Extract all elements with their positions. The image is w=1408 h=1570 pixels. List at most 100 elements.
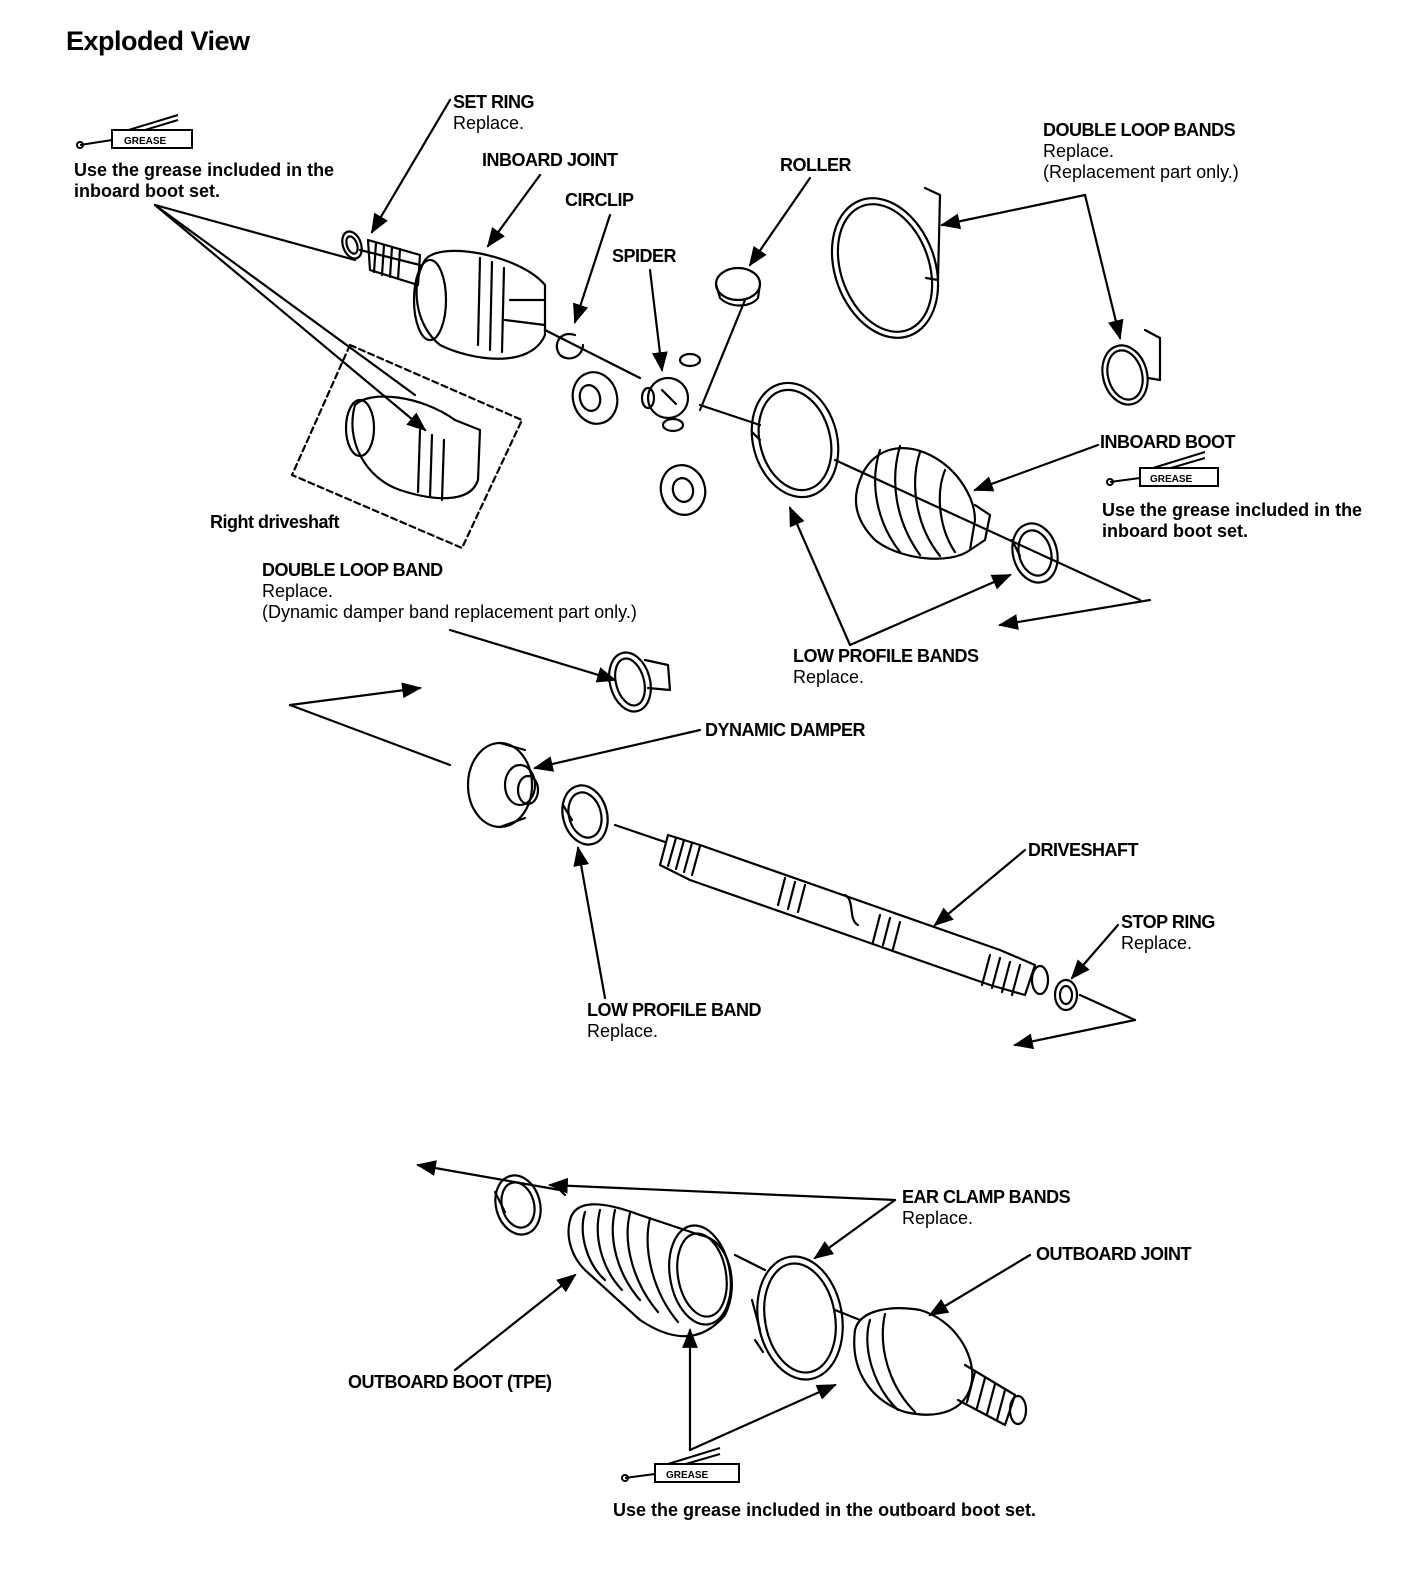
label-inboard-joint-text: INBOARD JOINT	[482, 150, 618, 170]
grease-tag-text: GREASE	[1150, 474, 1193, 485]
leader-grease-tl-b	[153, 203, 427, 432]
right-driveshaft-box	[290, 343, 524, 550]
label-stop-ring-note: Replace.	[1121, 933, 1193, 953]
inboard-joint-part	[412, 249, 547, 360]
label-double-loop-bands-name: DOUBLE LOOP BANDS	[1043, 120, 1236, 140]
grease-tube-icon-topleft: GREASE	[76, 114, 193, 149]
grease-tag-text: GREASE	[124, 136, 167, 147]
leader-double-loop-band	[448, 628, 617, 683]
double-loop-band-large-part	[830, 186, 942, 339]
leader-set-ring	[370, 98, 452, 234]
grease-tube-icon-bottom: GREASE	[621, 1447, 740, 1483]
leader-lpb-a	[788, 506, 852, 647]
label-low-profile-bands-note: Replace.	[793, 667, 865, 687]
label-low-profile-band-note: Replace.	[587, 1021, 659, 1041]
label-right-driveshaft: Right driveshaft	[210, 512, 340, 533]
label-circlip-text: CIRCLIP	[565, 190, 634, 210]
label-grease-inboard-top: Use the grease included in the inboard b…	[74, 160, 335, 201]
leader-inboard-joint	[486, 173, 542, 248]
label-inboard-boot: INBOARD BOOT	[1100, 432, 1236, 453]
label-inboard-joint: INBOARD JOINT	[482, 150, 618, 171]
leader-stop-ring	[1070, 923, 1120, 980]
set-ring-part	[341, 230, 363, 260]
label-low-profile-bands: LOW PROFILE BANDS Replace.	[793, 646, 979, 688]
leader-inboard-boot	[973, 443, 1100, 492]
leader-grease-tl-c	[153, 203, 417, 397]
label-dynamic-damper-text: DYNAMIC DAMPER	[705, 720, 866, 740]
roller-top-part	[714, 266, 762, 307]
low-profile-band-small-part	[1010, 522, 1059, 584]
label-low-profile-bands-name: LOW PROFILE BANDS	[793, 646, 979, 666]
double-loop-band-middle-part	[608, 651, 672, 713]
grease-tube-icon-right: GREASE	[1106, 451, 1219, 487]
outboard-joint-part	[853, 1307, 1028, 1427]
grease-tag-text: GREASE	[666, 1470, 709, 1481]
leader-lpb-b	[848, 573, 1012, 647]
low-profile-band-inboard-part	[750, 381, 840, 499]
leader-dlb-small	[1083, 193, 1124, 340]
leader-dynamic-damper	[533, 728, 702, 772]
label-grease-inboard-right: Use the grease included in the inboard b…	[1102, 500, 1363, 541]
leader-ear-clamp-a	[548, 1177, 897, 1202]
continue-arrow-middle	[288, 682, 422, 707]
label-double-loop-band-name: DOUBLE LOOP BAND	[262, 560, 443, 580]
stop-ring-part	[1053, 978, 1079, 1012]
roller-bottom-part	[659, 464, 707, 516]
label-set-ring-note: Replace.	[453, 113, 525, 133]
inboard-boot-part	[854, 444, 992, 560]
label-ear-clamp-bands: EAR CLAMP BANDS Replace.	[902, 1187, 1071, 1229]
label-outboard-boot: OUTBOARD BOOT (TPE)	[348, 1372, 552, 1393]
leader-outboard-joint	[928, 1253, 1032, 1317]
label-spider-text: SPIDER	[612, 246, 677, 266]
driveshaft-part	[658, 833, 1050, 997]
circlip-part	[555, 332, 585, 360]
leader-grease-tl-a	[153, 203, 357, 262]
continue-arrow-upper	[998, 598, 1152, 630]
double-loop-band-small-part	[1101, 328, 1162, 406]
label-low-profile-band: LOW PROFILE BAND Replace.	[587, 1000, 762, 1042]
label-double-loop-bands-note: Replace.	[1043, 141, 1115, 161]
leader-spider	[648, 268, 668, 372]
label-circlip: CIRCLIP	[565, 190, 634, 211]
label-driveshaft: DRIVESHAFT	[1028, 840, 1139, 861]
ear-clamp-band-large-part	[750, 1255, 844, 1381]
label-spider: SPIDER	[612, 246, 677, 267]
leader-outboard-boot	[453, 1273, 577, 1372]
leader-grease-bottom-b	[688, 1383, 837, 1452]
continue-arrow-lower	[1013, 1018, 1137, 1050]
spider-part	[640, 298, 747, 433]
label-double-loop-band: DOUBLE LOOP BAND Replace. (Dynamic dampe…	[262, 560, 637, 623]
outboard-boot-part	[567, 1203, 733, 1338]
label-outboard-boot-text: OUTBOARD BOOT (TPE)	[348, 1372, 552, 1392]
page-title: Exploded View	[66, 26, 250, 56]
label-right-driveshaft-text: Right driveshaft	[210, 512, 340, 532]
label-roller-text: ROLLER	[780, 155, 852, 175]
inboard-stub-part	[366, 238, 422, 287]
label-stop-ring-name: STOP RING	[1121, 912, 1215, 932]
inboard-axis-line	[358, 248, 1142, 602]
leader-dlb-large	[940, 193, 1087, 230]
label-ear-clamp-bands-name: EAR CLAMP BANDS	[902, 1187, 1071, 1207]
continue-arrow-bottom	[416, 1160, 562, 1192]
label-inboard-boot-text: INBOARD BOOT	[1100, 432, 1236, 452]
label-double-loop-band-note2: (Dynamic damper band replacement part on…	[262, 602, 637, 622]
label-dynamic-damper: DYNAMIC DAMPER	[705, 720, 866, 741]
label-outboard-joint: OUTBOARD JOINT	[1036, 1244, 1192, 1265]
label-driveshaft-text: DRIVESHAFT	[1028, 840, 1139, 860]
leader-low-profile-band	[573, 846, 607, 1000]
roller-left-part	[571, 371, 619, 425]
label-roller: ROLLER	[780, 155, 852, 176]
label-double-loop-bands-note2: (Replacement part only.)	[1043, 162, 1239, 182]
leader-circlip	[573, 213, 612, 324]
ear-clamp-band-small-part	[493, 1174, 542, 1236]
middle-axis-line	[288, 703, 1137, 1022]
leader-roller	[748, 176, 812, 267]
label-low-profile-band-name: LOW PROFILE BAND	[587, 1000, 762, 1020]
label-grease-outboard: Use the grease included in the outboard …	[613, 1500, 1037, 1520]
label-set-ring-name: SET RING	[453, 92, 535, 112]
label-set-ring: SET RING Replace.	[453, 92, 535, 134]
label-double-loop-band-note: Replace.	[262, 581, 334, 601]
label-double-loop-bands: DOUBLE LOOP BANDS Replace. (Replacement …	[1043, 120, 1239, 183]
